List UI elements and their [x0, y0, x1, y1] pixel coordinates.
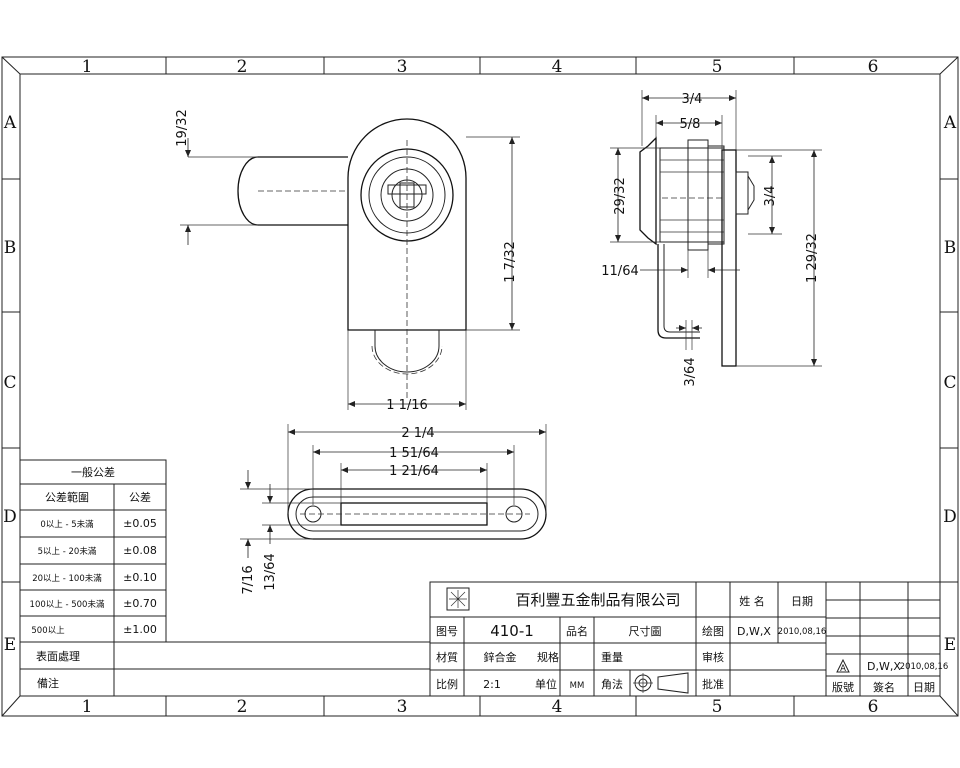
surface-treatment-label: 表面處理: [36, 649, 80, 663]
dim-side-gap: 11/64: [601, 264, 638, 279]
tolerance-title: 一般公差: [71, 465, 115, 479]
tb-part-name-label: 品名: [566, 624, 588, 638]
title-block: [429, 581, 941, 697]
grid-row-c-right: C: [943, 373, 956, 393]
dim-front-width: 1 1/16: [386, 398, 428, 413]
tolerance-range-4: 500以上: [31, 626, 65, 636]
tb-angle-label: 角法: [601, 677, 623, 691]
dim-plate-w3: 1 21/64: [389, 464, 439, 479]
grid-row-e-left: E: [4, 635, 16, 655]
dim-front-top: 19/32: [175, 109, 190, 146]
grid-col-5-bottom: 5: [712, 697, 723, 717]
grid-col-1-bottom: 1: [82, 697, 93, 717]
grid-row-d-left: D: [3, 507, 17, 527]
tolerance-header-tol: 公差: [129, 490, 151, 504]
dim-side-w1: 3/4: [682, 92, 703, 107]
dim-front-height: 1 7/32: [503, 241, 518, 283]
tolerance-tol-3: ±0.70: [123, 597, 157, 610]
tolerance-range-2: 20以上 - 100未滿: [32, 573, 102, 584]
tolerance-header-range: 公差範圍: [45, 490, 89, 504]
grid-col-5-top: 5: [712, 57, 723, 77]
dim-plate-h1: 7/16: [241, 565, 256, 594]
tb-material: 鋅合金: [484, 650, 517, 664]
tb-spec-label: 规格: [537, 650, 559, 664]
front-view: [180, 118, 520, 410]
grid-col-2-top: 2: [237, 57, 248, 77]
tb-drawn-label: 绘图: [702, 624, 724, 638]
revision-signer-label: 簽名: [873, 680, 895, 694]
grid-row-b-left: B: [4, 238, 17, 258]
tolerance-tol-1: ±0.08: [123, 544, 157, 557]
tb-scale: 2:1: [483, 678, 501, 691]
revision-date: 2010,08,16: [900, 662, 949, 672]
tb-material-label: 材質: [436, 650, 458, 664]
side-view: [610, 90, 822, 367]
dim-side-h2: 3/4: [763, 186, 778, 207]
revision-rev-label: 版號: [832, 680, 854, 694]
tolerance-range-0: 0以上 - 5未滿: [40, 519, 94, 530]
grid-col-6-top: 6: [868, 57, 879, 77]
tb-approve-label: 批准: [702, 677, 724, 691]
tb-scale-label: 比例: [436, 677, 458, 691]
tb-part-name: 尺寸圖: [629, 624, 662, 638]
revision-date-label: 日期: [913, 681, 935, 694]
tb-drawing-no: 410-1: [490, 622, 534, 640]
revision-mark: A: [840, 664, 846, 674]
grid-col-6-bottom: 6: [868, 697, 879, 717]
tolerance-range-3: 100以上 - 500未滿: [30, 599, 105, 610]
grid-row-a-left: A: [3, 113, 17, 133]
grid-row-d-right: D: [943, 507, 957, 527]
tb-weight-label: 重量: [601, 650, 623, 664]
dim-plate-h2: 13/64: [263, 553, 278, 590]
grid-col-3-bottom: 3: [397, 697, 408, 717]
company-name: 百利豐五金制品有限公司: [515, 591, 680, 609]
tb-unit-label: 单位: [535, 677, 557, 691]
grid-col-1-top: 1: [82, 57, 93, 77]
grid-col-2-bottom: 2: [237, 697, 248, 717]
tb-drawn-by: D,W,X: [737, 625, 771, 638]
tb-unit: MM: [570, 681, 585, 691]
tb-name-label: 姓 名: [739, 594, 765, 608]
tolerance-range-1: 5以上 - 20未滿: [38, 546, 97, 557]
company-logo: [446, 587, 470, 611]
dim-side-h1: 29/32: [613, 177, 628, 214]
dim-side-h3: 1 29/32: [805, 233, 820, 283]
notes-block: [20, 641, 430, 696]
grid-row-c-left: C: [3, 373, 16, 393]
dim-side-w2: 5/8: [680, 117, 701, 132]
tb-drawn-date: 2010,08,16: [778, 627, 827, 637]
tolerance-tol-2: ±0.10: [123, 571, 157, 584]
grid-row-e-right: E: [944, 635, 956, 655]
projection-symbol-icon: [633, 672, 689, 694]
tb-date-label: 日期: [791, 595, 813, 608]
grid-col-4-bottom: 4: [552, 697, 563, 717]
tolerance-tol-0: ±0.05: [123, 517, 157, 530]
tolerance-tol-4: ±1.00: [123, 623, 157, 636]
tb-drawing-no-label: 图号: [436, 625, 458, 638]
dim-side-thk: 3/64: [683, 357, 698, 386]
revision-triangle-icon: [836, 658, 850, 673]
remark-label: 備注: [37, 676, 59, 690]
dim-plate-w2: 1 51/64: [389, 446, 439, 461]
grid-row-a-right: A: [943, 113, 957, 133]
tb-check-label: 审核: [702, 650, 724, 664]
grid-row-b-right: B: [944, 238, 957, 258]
grid-col-3-top: 3: [397, 57, 408, 77]
revision-name: D,W,X: [867, 660, 901, 673]
dim-plate-w1: 2 1/4: [401, 426, 434, 441]
plate-view: [240, 424, 547, 558]
grid-col-4-top: 4: [552, 57, 563, 77]
